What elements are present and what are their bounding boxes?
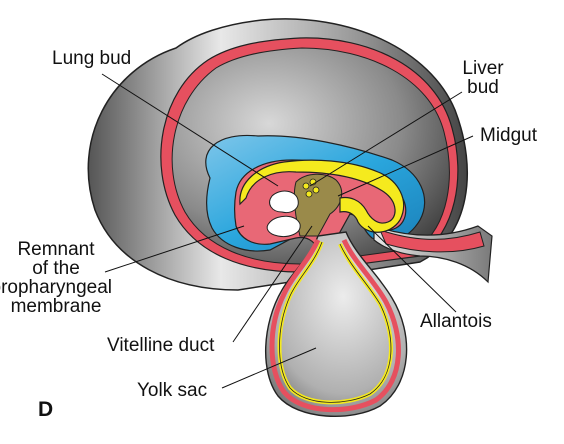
label-midgut: Midgut xyxy=(480,125,538,146)
label-liver-bud-line1: Liver xyxy=(462,58,504,79)
yolk-sac-inner-line xyxy=(279,241,392,403)
liver-bud-cells xyxy=(302,178,320,198)
label-remnant-line1: Remnant xyxy=(17,239,95,260)
yolk-sac-red-wall xyxy=(269,238,401,413)
label-allantois: Allantois xyxy=(420,311,492,332)
heart-lumen xyxy=(269,190,299,213)
label-vitelline-duct: Vitelline duct xyxy=(107,335,215,356)
panel-letter: D xyxy=(38,398,54,421)
endoderm-gut xyxy=(239,159,405,233)
pericardial-lumen xyxy=(266,215,301,237)
label-yolk-sac: Yolk sac xyxy=(137,380,208,401)
label-liver-bud-line2: bud xyxy=(467,77,499,98)
label-remnant-line3: oropharyngeal xyxy=(0,277,112,298)
allantois-stalk-red xyxy=(379,229,485,253)
leader-lines xyxy=(101,73,474,389)
label-lung-bud: Lung bud xyxy=(52,48,132,69)
label-remnant-line4: membrane xyxy=(10,296,102,317)
label-remnant-line2: of the xyxy=(32,258,80,279)
